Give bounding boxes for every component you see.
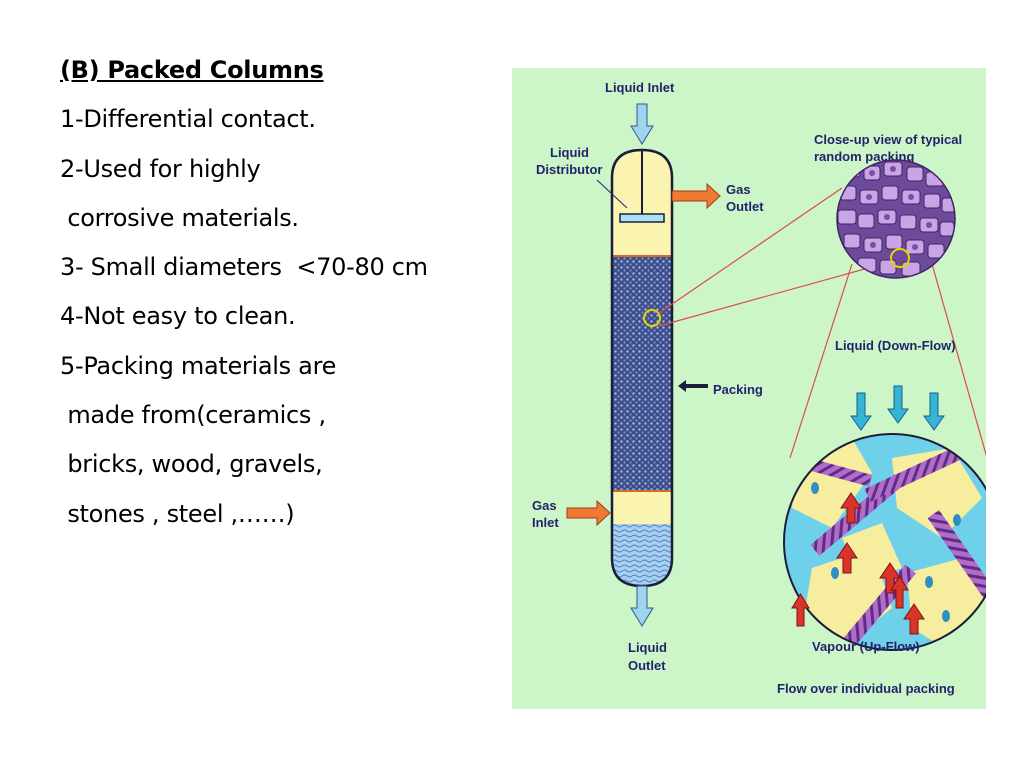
random-packing-closeup: [836, 159, 956, 279]
single-packing-highlight: [890, 248, 910, 268]
liquid-inlet-label: Liquid Inlet: [605, 80, 675, 95]
liquid-downflow-arrows: [850, 385, 945, 431]
bullet-line-2: 2-Used for highly: [60, 154, 261, 183]
bullet-line-8: bricks, wood, gravels,: [60, 450, 323, 479]
packed-column-diagram: Liquid Inlet Liquid Distributor Gas Outl…: [512, 68, 986, 709]
bullet-line-9: stones , steel ,……): [60, 499, 295, 528]
packing-bed: [612, 256, 672, 491]
bullet-line-3: corrosive materials.: [60, 203, 299, 232]
liquid-downflow-label: Liquid (Down-Flow): [835, 338, 956, 353]
slide-text: (B) Packed Columns 1-Differential contac…: [60, 50, 500, 543]
packing-pointer-arrow: [678, 380, 708, 392]
bullet-line-7: made from(ceramics ,: [60, 401, 326, 430]
bullet-line-4: 3- Small diameters <70-80 cm: [60, 253, 428, 282]
vapour-upflow-arrows: [791, 575, 909, 627]
gas-outlet-label-1: Gas: [726, 182, 751, 197]
bullet-line-1: 1-Differential contact.: [60, 105, 316, 134]
liquid-distributor-label-2: Distributor: [536, 162, 602, 177]
gas-outlet-label-2: Outlet: [726, 199, 764, 214]
slide-title: (B) Packed Columns: [60, 56, 324, 84]
gas-outlet-arrow: [671, 182, 721, 210]
vapour-upflow-label: Vapour (Up-Flow): [812, 639, 920, 654]
liquid-outlet-label-2: Outlet: [628, 658, 666, 673]
zoom-connector-lines: [658, 187, 986, 459]
liquid-pool: [612, 524, 672, 586]
column: [610, 148, 674, 588]
bullet-line-6: 5-Packing materials are: [60, 351, 337, 380]
liquid-distributor: [619, 213, 665, 223]
packing-label: Packing: [713, 382, 763, 397]
gas-inlet-label-2: Inlet: [532, 515, 559, 530]
flow-caption-label: Flow over individual packing: [777, 681, 955, 696]
liquid-inlet-arrow: [630, 103, 654, 145]
closeup-label-1: Close-up view of typical: [814, 132, 962, 147]
liquid-outlet-arrow: [630, 585, 654, 627]
gas-inlet-arrow: [566, 499, 611, 527]
gas-inlet-label-1: Gas: [532, 498, 557, 513]
packing-highlight-circle: [643, 309, 661, 327]
liquid-outlet-label-1: Liquid: [628, 640, 667, 655]
liquid-distributor-label-1: Liquid: [550, 145, 589, 160]
bullet-line-5: 4-Not easy to clean.: [60, 302, 296, 331]
